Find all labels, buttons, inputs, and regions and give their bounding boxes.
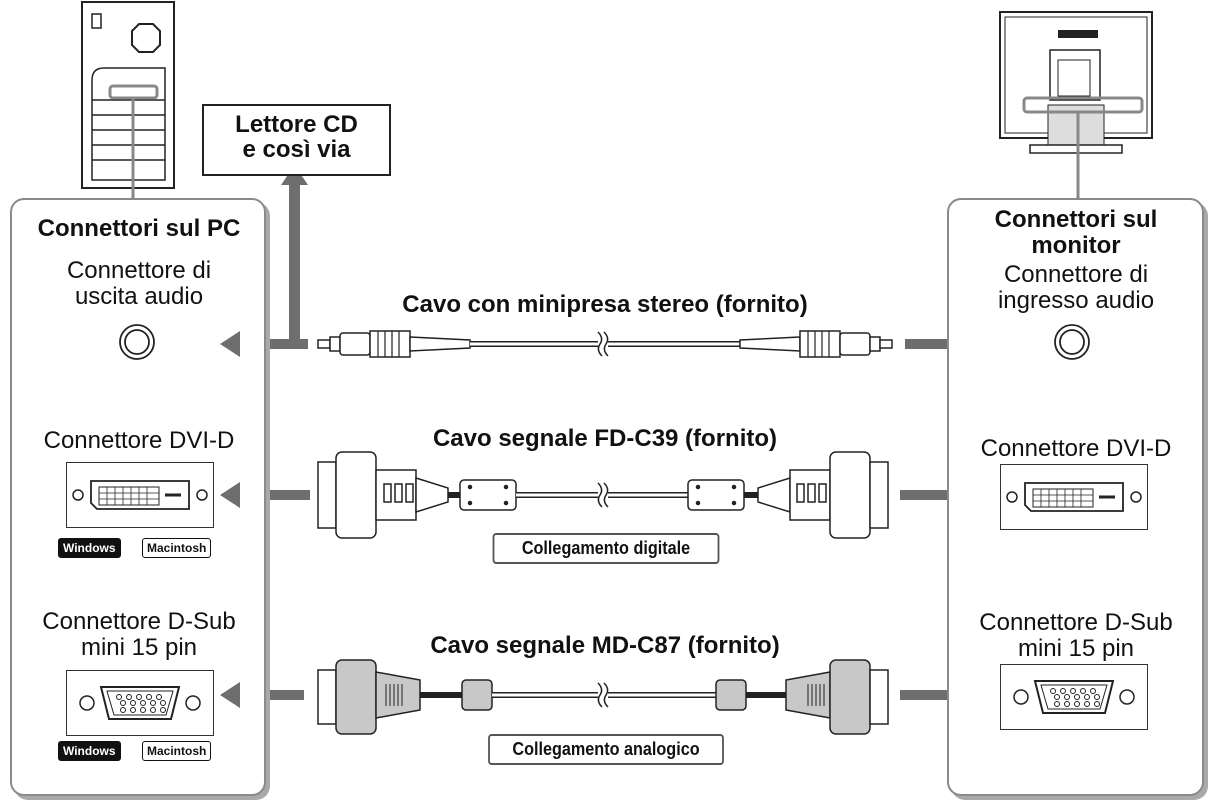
audio-cable-icon: [317, 330, 893, 358]
cd-drive-box: Lettore CD e così via: [202, 104, 391, 176]
monitor-back-icon: [999, 11, 1153, 200]
pc-dsub-label: Connettore D-Sub mini 15 pin: [14, 609, 264, 661]
pc-audio-label-line1: Connettore di: [66, 257, 212, 284]
cd-label-line1: Lettore CD: [235, 111, 358, 138]
pc-dvi-label: Connettore DVI-D: [43, 427, 235, 454]
dsub-cable-icon: [317, 659, 889, 735]
dsub-port-icon: [1013, 680, 1135, 714]
monitor-audio-label: Connettore di ingresso audio: [950, 262, 1202, 314]
windows-badge: Windows: [58, 741, 121, 761]
digital-link-label: Collegamento digitale: [492, 533, 720, 564]
dvi-cable-title: Cavo segnale FD-C39 (fornito): [432, 425, 778, 452]
macintosh-badge: Macintosh: [142, 538, 212, 558]
monitor-audio-label-line1: Connettore di: [1003, 261, 1149, 288]
pc-dvi-port: [66, 462, 214, 528]
monitor-title-line2: monitor: [1031, 231, 1121, 259]
monitor-panel-title: Connettori sul monitor: [950, 207, 1202, 259]
pc-dsub-label-line2: mini 15 pin: [80, 633, 198, 661]
pc-dsub-port: [66, 670, 214, 736]
dvi-cable-icon: [317, 451, 889, 539]
monitor-dsub-label-line2: mini 15 pin: [1017, 634, 1135, 662]
macintosh-badge: Macintosh: [142, 741, 212, 761]
windows-badge: Windows: [58, 538, 121, 558]
audio-jack-icon: [119, 324, 1090, 360]
dvi-port-icon: [72, 480, 208, 510]
monitor-dvi-port: [1000, 464, 1148, 530]
analog-link-label: Collegamento analogico: [488, 734, 724, 765]
monitor-dsub-label: Connettore D-Sub mini 15 pin: [950, 610, 1202, 662]
monitor-dvi-label: Connettore DVI-D: [980, 435, 1172, 462]
pc-audio-label-line2: uscita audio: [74, 282, 204, 310]
monitor-dsub-label-line1: Connettore D-Sub: [979, 609, 1173, 636]
pc-dsub-label-line1: Connettore D-Sub: [42, 608, 236, 635]
pc-panel-title: Connettori sul PC: [37, 215, 241, 242]
audio-cable-title: Cavo con minipresa stereo (fornito): [402, 291, 808, 318]
dsub-cable-title: Cavo segnale MD-C87 (fornito): [430, 632, 780, 659]
cd-label-line2: e così via: [242, 136, 351, 164]
monitor-dsub-port: [1000, 664, 1148, 730]
monitor-title-line1: Connettori sul: [994, 206, 1158, 233]
monitor-audio-label-line2: ingresso audio: [997, 286, 1155, 314]
pc-tower-icon: [81, 1, 175, 200]
dsub-port-icon: [79, 686, 201, 720]
dvi-port-icon: [1006, 482, 1142, 512]
pc-audio-label: Connettore di uscita audio: [14, 258, 264, 310]
